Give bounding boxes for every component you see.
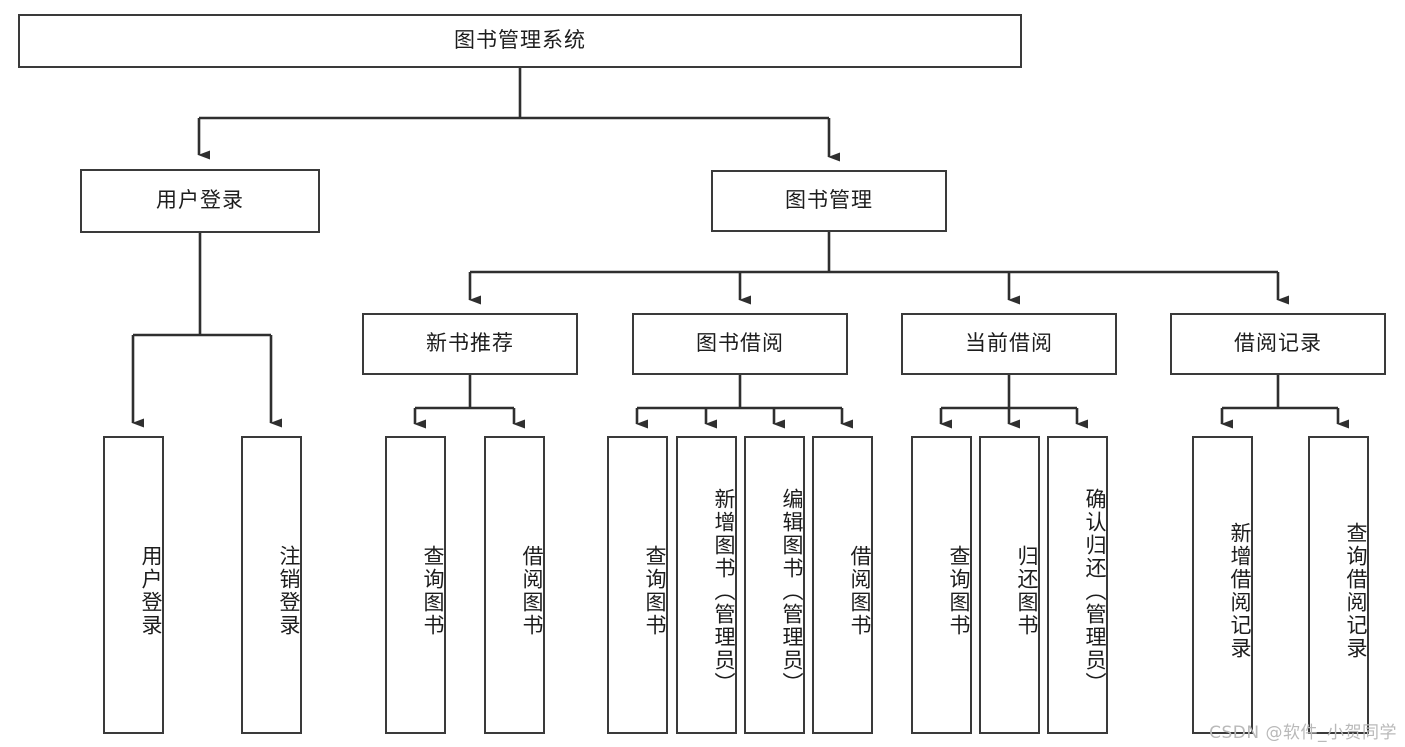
node-leaf-user-login[interactable]: 用户登录	[103, 436, 164, 734]
node-leaf-query-book-2[interactable]: 查询图书	[607, 436, 668, 734]
node-new-book-recommend[interactable]: 新书推荐	[362, 313, 578, 375]
node-leaf-confirm-return[interactable]: 确认归还（管理员）	[1047, 436, 1108, 734]
csdn-watermark: CSDN @软件_小贺同学	[1209, 723, 1397, 743]
node-user-login-label: 用户登录	[156, 188, 244, 213]
node-leaf-add-book-label: 新增图书（管理员）	[712, 487, 736, 695]
node-book-manage[interactable]: 图书管理	[711, 170, 947, 232]
node-book-borrow-label: 图书借阅	[696, 331, 784, 356]
node-leaf-add-record-label: 新增借阅记录	[1228, 522, 1252, 660]
node-leaf-add-book[interactable]: 新增图书（管理员）	[676, 436, 737, 734]
node-root-label: 图书管理系统	[454, 28, 586, 53]
node-leaf-query-book-3-label: 查询图书	[947, 545, 971, 637]
node-new-book-recommend-label: 新书推荐	[426, 331, 514, 356]
node-leaf-query-record-label: 查询借阅记录	[1344, 522, 1368, 660]
node-borrow-record-label: 借阅记录	[1234, 331, 1322, 356]
node-leaf-confirm-return-label: 确认归还（管理员）	[1083, 487, 1107, 695]
node-leaf-borrow-book-1[interactable]: 借阅图书	[484, 436, 545, 734]
node-user-login[interactable]: 用户登录	[80, 169, 320, 233]
node-leaf-query-book-2-label: 查询图书	[643, 545, 667, 637]
node-leaf-borrow-book-1-label: 借阅图书	[520, 545, 544, 637]
node-leaf-query-book-1-label: 查询图书	[421, 545, 445, 637]
node-borrow-record[interactable]: 借阅记录	[1170, 313, 1386, 375]
node-leaf-edit-book-label: 编辑图书（管理员）	[780, 487, 804, 695]
node-leaf-query-book-1[interactable]: 查询图书	[385, 436, 446, 734]
node-leaf-add-record[interactable]: 新增借阅记录	[1192, 436, 1253, 734]
node-current-borrow[interactable]: 当前借阅	[901, 313, 1117, 375]
node-leaf-query-record[interactable]: 查询借阅记录	[1308, 436, 1369, 734]
node-leaf-edit-book[interactable]: 编辑图书（管理员）	[744, 436, 805, 734]
node-root[interactable]: 图书管理系统	[18, 14, 1022, 68]
node-leaf-user-logout[interactable]: 注销登录	[241, 436, 302, 734]
node-leaf-borrow-book-2-label: 借阅图书	[848, 545, 872, 637]
node-current-borrow-label: 当前借阅	[965, 331, 1053, 356]
node-leaf-user-logout-label: 注销登录	[277, 545, 301, 637]
node-book-manage-label: 图书管理	[785, 188, 873, 213]
node-leaf-query-book-3[interactable]: 查询图书	[911, 436, 972, 734]
node-leaf-user-login-label: 用户登录	[139, 545, 163, 637]
node-leaf-return-book-label: 归还图书	[1015, 545, 1039, 637]
node-leaf-return-book[interactable]: 归还图书	[979, 436, 1040, 734]
node-book-borrow[interactable]: 图书借阅	[632, 313, 848, 375]
node-leaf-borrow-book-2[interactable]: 借阅图书	[812, 436, 873, 734]
